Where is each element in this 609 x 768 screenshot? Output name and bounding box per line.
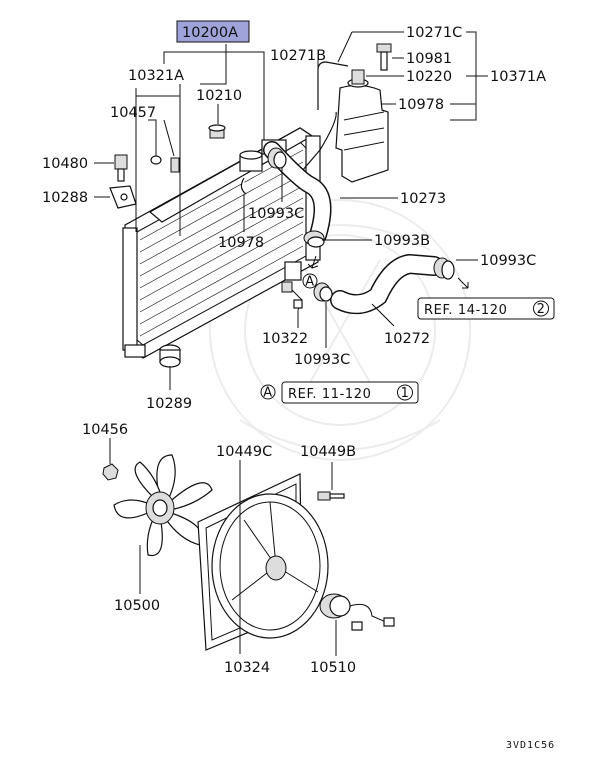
label-10457[interactable]: 10457 xyxy=(110,105,156,121)
label-10272[interactable]: 10272 xyxy=(384,331,430,347)
drawing-code: 3VD1C56 xyxy=(506,740,555,751)
bolt-10449B xyxy=(317,491,345,501)
radiator-cap-10210 xyxy=(208,124,226,139)
label-10210[interactable]: 10210 xyxy=(196,88,242,104)
ref-mark-a-2-text: A xyxy=(263,386,273,401)
label-10993C-upper[interactable]: 10993C xyxy=(248,206,304,222)
label-10978-mid[interactable]: 10978 xyxy=(218,235,264,251)
flow-arrow-ref14 xyxy=(457,277,469,289)
label-10993B[interactable]: 10993B xyxy=(374,233,430,249)
label-10200A[interactable]: 10200A xyxy=(182,25,238,41)
bolt-10981 xyxy=(376,43,392,71)
ref-mark-a-1 xyxy=(302,273,318,289)
label-10271C[interactable]: 10271C xyxy=(406,25,462,41)
label-10449C[interactable]: 10449C xyxy=(216,444,272,460)
ref-14-120-box[interactable]: REF. 14-120 2 xyxy=(417,297,555,320)
label-10288[interactable]: 10288 xyxy=(42,190,88,206)
watermark-emblem xyxy=(209,199,471,461)
thermo-switch-10322 xyxy=(281,281,303,311)
hose-clamp-10993C-upper xyxy=(267,147,287,169)
label-10993C-lower[interactable]: 10993C xyxy=(294,352,350,368)
lower-hose-10272 xyxy=(330,253,444,315)
hose-band-10978 xyxy=(240,177,247,195)
fan-shroud-10324 xyxy=(197,473,329,651)
hose-clamp-10993C-lower xyxy=(313,282,333,302)
label-10981[interactable]: 10981 xyxy=(406,51,452,67)
rubber-mount-10289 xyxy=(159,344,181,368)
o-ring-10457 xyxy=(150,155,180,173)
ref-14-120-num: 2 xyxy=(537,302,546,317)
fan-motor-10510 xyxy=(319,593,395,631)
reserve-tank-10371A xyxy=(335,69,389,183)
label-10271B[interactable]: 10271B xyxy=(270,48,326,64)
label-10480[interactable]: 10480 xyxy=(42,156,88,172)
drain-plug-10480 xyxy=(114,154,128,182)
label-10220[interactable]: 10220 xyxy=(406,69,452,85)
label-10510[interactable]: 10510 xyxy=(310,660,356,676)
label-10449B[interactable]: 10449B xyxy=(300,444,356,460)
hose-clamp-10993B xyxy=(303,230,325,248)
ref-mark-a-2 xyxy=(260,384,276,400)
ref-11-120-text: REF. 11-120 xyxy=(288,387,372,402)
fan-blade-10500 xyxy=(113,454,213,557)
leader-lines xyxy=(94,31,488,656)
flow-arrow-a xyxy=(307,255,319,269)
label-10321A[interactable]: 10321A xyxy=(128,68,184,84)
label-10371A[interactable]: 10371A xyxy=(490,69,546,85)
label-10322[interactable]: 10322 xyxy=(262,331,308,347)
label-10978-top[interactable]: 10978 xyxy=(398,97,444,113)
label-10456[interactable]: 10456 xyxy=(82,422,128,438)
overflow-hose-10271C xyxy=(317,61,349,110)
label-10324[interactable]: 10324 xyxy=(224,660,270,676)
label-10993C-right[interactable]: 10993C xyxy=(480,253,536,269)
label-10500[interactable]: 10500 xyxy=(114,598,160,614)
part-number-highlight xyxy=(176,20,250,43)
hose-clamp-10993C-right xyxy=(433,257,455,280)
upper-hose-10273 xyxy=(263,141,332,244)
ref-14-120-text: REF. 14-120 xyxy=(424,303,508,318)
ref-11-120-box[interactable]: REF. 11-120 1 xyxy=(281,381,419,404)
label-10289[interactable]: 10289 xyxy=(146,396,192,412)
label-10273[interactable]: 10273 xyxy=(400,191,446,207)
ref-mark-a-1-text: A xyxy=(305,275,315,290)
nut-10456 xyxy=(102,463,119,481)
ref-11-120-num: 1 xyxy=(401,386,410,401)
bracket-10288 xyxy=(109,185,137,209)
